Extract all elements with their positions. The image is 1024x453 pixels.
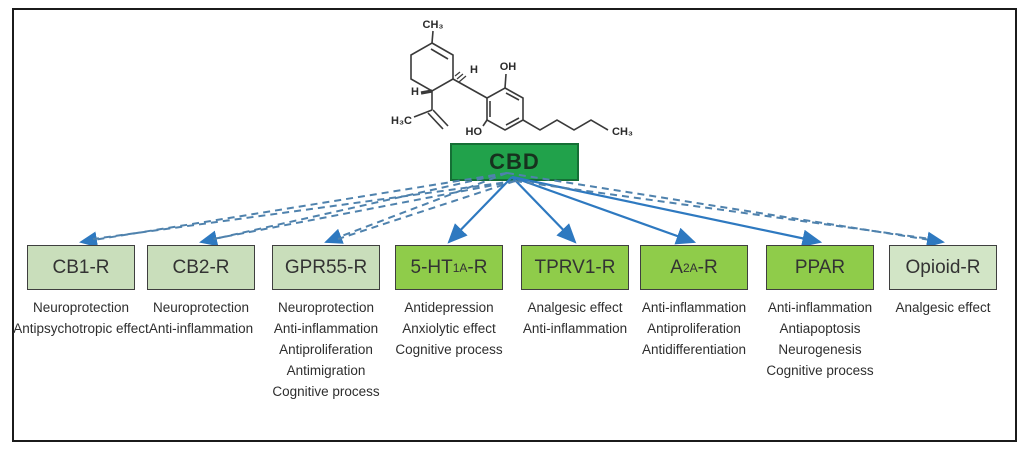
effect-item: Cognitive process [766,363,874,378]
receptor-label-cb1-r: CB1-R [52,256,110,278]
effects-list-opioid-r: Analgesic effect [875,297,1011,318]
cbd-structure-bonds [410,30,609,131]
cbd-structure-atom-labels: CH₃ H H OH HO H₃C CH₃ [391,19,633,138]
receptor-node-gpr55-r: GPR55-R [272,245,380,290]
effect-item: Anti-inflammation [273,321,379,336]
receptor-label-a2a-r: A [670,256,683,278]
stereo-h-left-label: H [411,86,419,98]
receptor-label-5-ht1a-r-subscript: 1A [452,260,468,275]
receptor-label-a2a-r-subscript: 2A [682,260,698,275]
effect-item: Antiproliferation [647,321,741,336]
effect-item: Analgesic effect [527,300,623,315]
pentyl-terminal-label: CH₃ [612,126,633,138]
effect-item: Anti-inflammation [767,300,873,315]
receptor-label-5-ht1a-r: -R [467,256,488,278]
effect-item: Antipsychotropic effect [13,321,149,336]
effect-item: Anti-inflammation [641,300,747,315]
receptor-label-ppar: PPAR [794,256,846,278]
effect-item: Neurogenesis [778,342,862,357]
cbd-structure-drawing: CH₃ H H OH HO H₃C CH₃ [391,19,633,138]
effect-item: Anti-inflammation [522,321,628,336]
stereo-h-right-label: H [470,64,478,76]
effect-item: Antiapoptosis [779,321,861,336]
effect-item: Neuroprotection [152,300,250,315]
receptor-node-cb1-r: CB1-R [27,245,135,290]
receptor-label-5-ht1a-r: 5-HT [410,256,453,278]
receptor-label-a2a-r: -R [697,256,718,278]
cbd-node: CBD [450,143,579,181]
hydroxyl-bottom-label: HO [466,126,483,138]
receptor-label-tprv1-r: TPRV1-R [534,256,616,278]
effect-item: Neuroprotection [32,300,130,315]
isopropenyl-methyl-label: H₃C [391,115,412,127]
effect-item: Antimigration [286,363,366,378]
receptor-label-gpr55-r: GPR55-R [284,256,368,278]
effect-item: Analgesic effect [895,300,991,315]
effect-item: Cognitive process [272,384,380,399]
effect-item: Antiproliferation [279,342,373,357]
effect-item: Neuroprotection [277,300,375,315]
hydroxyl-top-label: OH [500,61,517,73]
effect-item: Anti-inflammation [148,321,254,336]
receptor-node-tprv1-r: TPRV1-R [521,245,629,290]
effect-item: Cognitive process [395,342,503,357]
effect-item: Antidifferentiation [641,342,747,357]
receptor-label-opioid-r: Opioid-R [905,256,981,278]
methyl-top-label: CH₃ [423,19,444,31]
receptor-label-cb2-r: CB2-R [172,256,230,278]
effect-item: Antidepression [404,300,494,315]
receptor-node-ppar: PPAR [766,245,874,290]
receptor-node-cb2-r: CB2-R [147,245,255,290]
cbd-node-label: CBD [489,149,540,174]
effect-item: Anxiolytic effect [402,321,496,336]
receptor-node-opioid-r: Opioid-R [889,245,997,290]
